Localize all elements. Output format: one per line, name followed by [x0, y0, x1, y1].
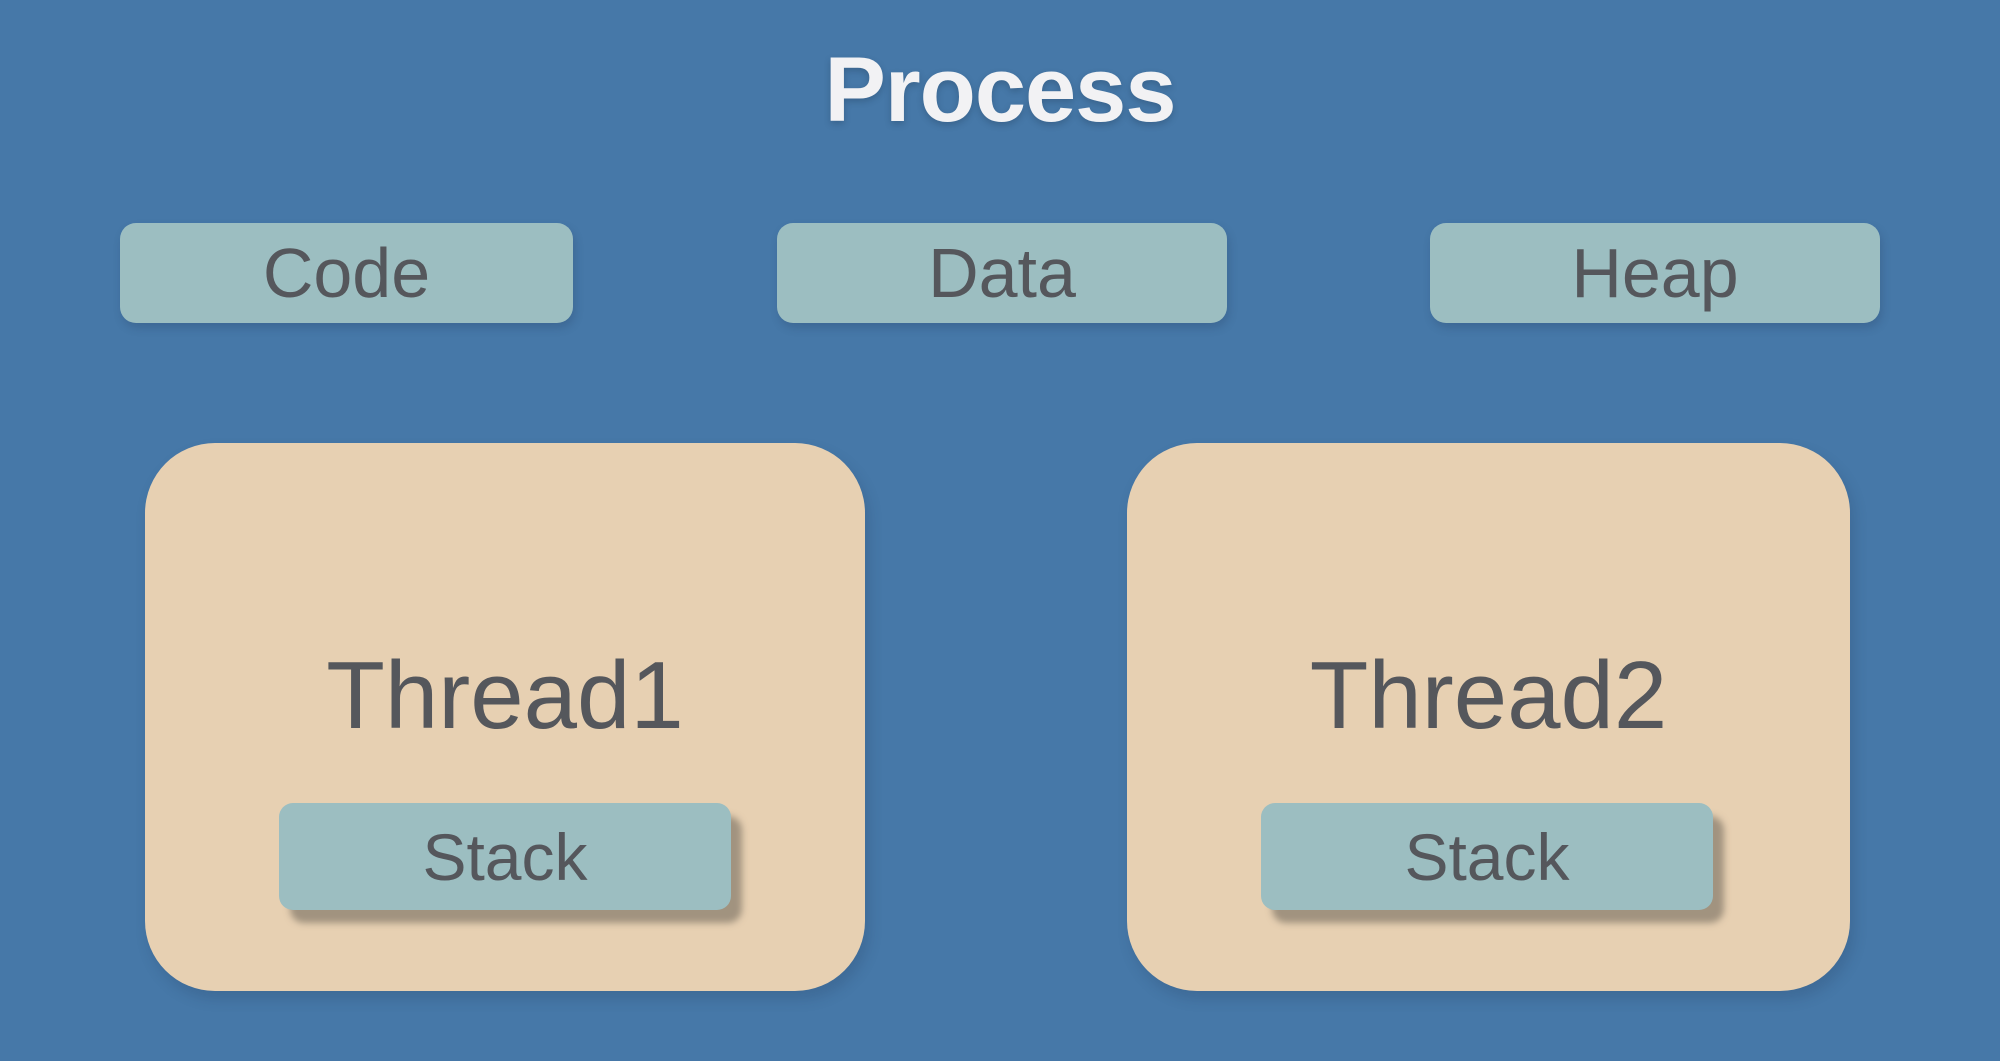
code-segment-label: Code: [262, 234, 431, 312]
thread2-label: Thread2: [1309, 642, 1668, 749]
heap-segment-box: Heap: [1430, 223, 1880, 323]
thread2-stack-label: Stack: [1404, 819, 1570, 894]
process-title: Process: [824, 39, 1176, 141]
thread1-label: Thread1: [326, 642, 684, 749]
code-segment-box: Code: [120, 223, 573, 323]
thread2-stack-box: Stack: [1261, 803, 1713, 910]
data-segment-label: Data: [928, 234, 1076, 312]
thread1-box: Thread1 Stack: [145, 443, 865, 991]
heap-segment-label: Heap: [1571, 234, 1739, 312]
thread1-stack-box: Stack: [279, 803, 731, 910]
data-segment-box: Data: [777, 223, 1227, 323]
thread1-stack-label: Stack: [422, 819, 588, 894]
thread2-box: Thread2 Stack: [1127, 443, 1850, 991]
